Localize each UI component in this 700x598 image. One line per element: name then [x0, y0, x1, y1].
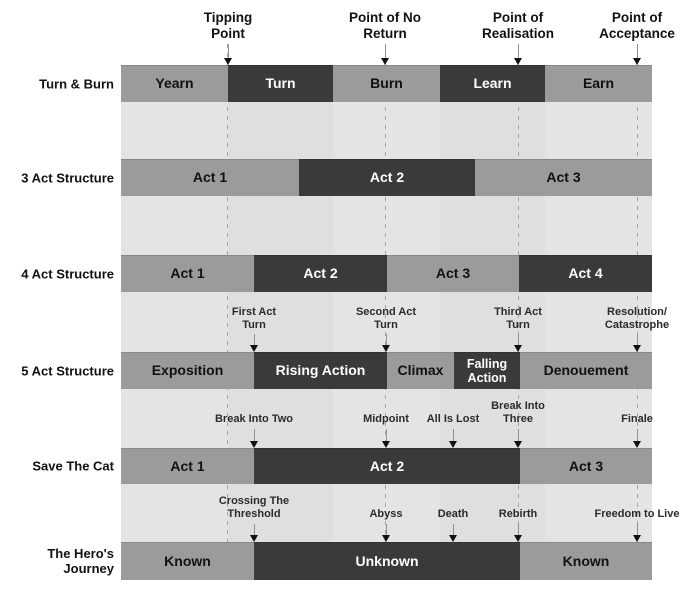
segment-stc-act3: Act 3 — [520, 448, 652, 484]
dashed-guideline-point-of-no-return — [385, 44, 386, 580]
segment-falling-action: Falling Action — [454, 352, 520, 389]
dashed-guideline-tipping-point — [227, 44, 228, 580]
segment-known-left: Known — [121, 542, 254, 580]
row-label-turn-and-burn: Turn & Burn — [39, 76, 114, 91]
segment-climax: Climax — [387, 352, 454, 389]
segment-3act-act2: Act 2 — [299, 159, 475, 196]
arrow-down-icon — [381, 44, 389, 65]
segment-denouement: Denouement — [520, 352, 652, 389]
note-finale: Finale — [621, 413, 653, 425]
arrow-down-icon — [449, 524, 457, 542]
row-label-3-act-structure: 3 Act Structure — [21, 170, 114, 185]
note-break-into-three: Break Into Three — [491, 400, 545, 425]
segment-learn: Learn — [440, 65, 545, 102]
arrow-down-icon — [382, 429, 390, 448]
marker-label-point-of-acceptance: Point of Acceptance — [599, 10, 675, 41]
segment-3act-act3: Act 3 — [475, 159, 652, 196]
arrow-down-icon — [382, 524, 390, 542]
arrow-down-icon — [382, 334, 390, 352]
diagram-background — [121, 65, 652, 580]
segment-turn: Turn — [228, 65, 333, 102]
note-freedom-to-live: Freedom to Live — [594, 508, 680, 520]
segment-4act-act3: Act 3 — [387, 255, 519, 292]
marker-label-point-of-no-return: Point of No Return — [349, 10, 421, 41]
background-band — [440, 65, 545, 580]
segment-known-right: Known — [520, 542, 652, 580]
segment-earn: Earn — [545, 65, 652, 102]
arrow-down-icon — [514, 429, 522, 448]
note-second-act-turn: Second Act Turn — [355, 306, 417, 331]
row-label-5-act-structure: 5 Act Structure — [21, 363, 114, 378]
note-crossing-the-threshold: Crossing The Threshold — [218, 495, 290, 520]
segment-unknown: Unknown — [254, 542, 520, 580]
segment-exposition: Exposition — [121, 352, 254, 389]
arrow-down-icon — [633, 334, 641, 352]
arrow-down-icon — [514, 44, 522, 65]
note-all-is-lost: All Is Lost — [426, 413, 480, 425]
dashed-guideline-point-of-acceptance — [637, 44, 638, 580]
arrow-down-icon — [633, 524, 641, 542]
segment-stc-act1: Act 1 — [121, 448, 254, 484]
note-death: Death — [437, 508, 469, 520]
arrow-down-icon — [250, 334, 258, 352]
arrow-down-icon — [633, 429, 641, 448]
arrow-down-icon — [514, 524, 522, 542]
segment-4act-act1: Act 1 — [121, 255, 254, 292]
segment-stc-act2: Act 2 — [254, 448, 520, 484]
background-band — [228, 65, 333, 580]
note-rebirth: Rebirth — [498, 508, 538, 520]
arrow-down-icon — [449, 429, 457, 448]
arrow-down-icon — [250, 429, 258, 448]
segment-4act-act4: Act 4 — [519, 255, 652, 292]
segment-rising-action: Rising Action — [254, 352, 387, 389]
note-resolution-catastrophe: Resolution/ Catastrophe — [604, 306, 670, 331]
note-first-act-turn: First Act Turn — [231, 306, 277, 331]
marker-label-point-of-realisation: Point of Realisation — [481, 10, 555, 41]
segment-burn: Burn — [333, 65, 440, 102]
row-label-4-act-structure: 4 Act Structure — [21, 266, 114, 281]
note-midpoint: Midpoint — [363, 413, 409, 425]
dashed-guideline-point-of-realisation — [518, 44, 519, 580]
note-break-into-two: Break Into Two — [214, 413, 294, 425]
arrow-down-icon — [224, 44, 232, 65]
row-label-heros-journey: The Hero's Journey — [47, 546, 114, 576]
arrow-down-icon — [633, 44, 641, 65]
marker-label-tipping-point: Tipping Point — [203, 10, 253, 41]
arrow-down-icon — [250, 524, 258, 542]
row-label-save-the-cat: Save The Cat — [32, 458, 114, 474]
note-third-act-turn: Third Act Turn — [494, 306, 542, 331]
arrow-down-icon — [514, 334, 522, 352]
note-abyss: Abyss — [369, 508, 403, 520]
segment-yearn: Yearn — [121, 65, 228, 102]
segment-4act-act2: Act 2 — [254, 255, 387, 292]
segment-3act-act1: Act 1 — [121, 159, 299, 196]
